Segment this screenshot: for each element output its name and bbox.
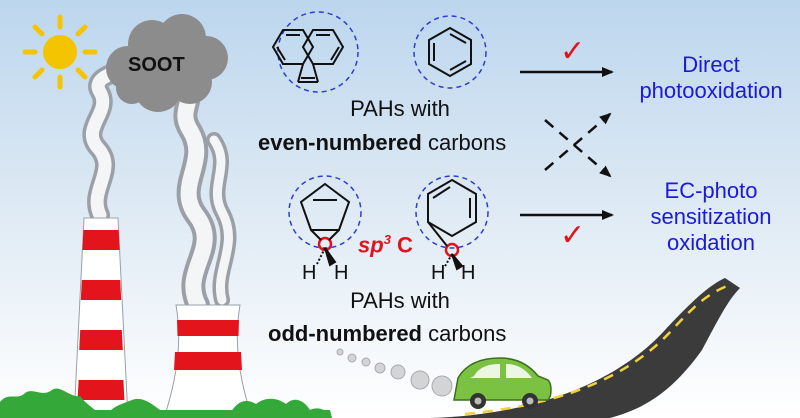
sp3-suffix: C [397,232,413,258]
even-ring-highlights [277,11,487,93]
sp3-prefix: sp [358,232,384,258]
hydrogen-bonds [310,221,464,271]
hydrogen-left-1: H [302,262,317,284]
outcome-ec-photosensitization: EC-photo sensitization oxidation [626,178,796,256]
soot-label: SOOT [128,54,185,76]
reaction-arrows [520,67,614,220]
outcome-bottom-line3: oxidation [666,230,756,255]
outcome-direct-photooxidation: Direct photooxidation [626,52,796,104]
check-mark-bottom: ✓ [560,219,586,252]
odd-group-tail: carbons [428,321,507,346]
outcome-top-line1: Direct [682,52,740,77]
chimney-tall [73,217,129,418]
even-group-tail: carbons [427,130,507,155]
sp3-superscript: 3 [383,232,391,247]
odd-group-line1: PAHs with [350,288,450,313]
check-mark-top: ✓ [560,35,586,68]
grass [0,388,332,418]
hydrogen-left-2: H [334,262,349,284]
smoke-plume-left [82,60,138,225]
outcome-bottom-line1: EC-photo [664,178,758,203]
road [430,278,740,418]
outcome-top-line2: photooxidation [639,78,783,103]
exhaust-puffs [336,348,453,397]
even-group-label: PAHs with [300,96,500,122]
odd-group-label: PAHs with [300,288,500,314]
acenaphthylene-molecule [271,29,345,83]
cyclohexadiene-molecule [427,178,477,238]
even-group-line1: PAHs with [350,96,450,121]
car-icon [453,357,552,409]
odd-numbered-emphasis: odd-numbered [268,321,422,346]
benzene-molecule [428,26,472,78]
cyclopentadiene-molecule [299,182,351,231]
sp3-carbon-label: sp3 C [358,232,413,258]
hydrogen-right-1: H [431,262,446,284]
even-group-line2: even-numbered carbons [258,130,506,156]
cooling-tower [163,304,253,418]
outcome-bottom-line2: sensitization [650,204,772,229]
soot-cloud [106,14,228,112]
sun-icon [22,14,98,90]
smoke-plume-right [170,68,237,317]
hydrogen-right-2: H [461,262,476,284]
odd-group-line2: odd-numbered carbons [268,321,506,347]
even-numbered-emphasis: even-numbered [258,130,422,155]
